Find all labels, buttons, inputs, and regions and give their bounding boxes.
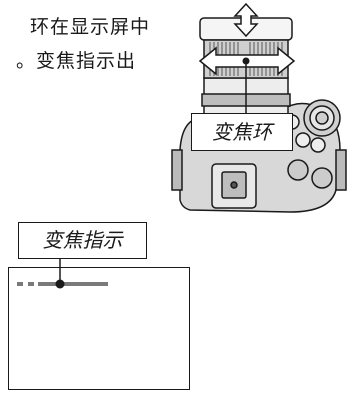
zoom-indicator-bar (38, 282, 108, 286)
zoom-ring-leader-dot (242, 57, 250, 65)
zoom-indicator-position-marker (55, 279, 65, 289)
top-buttons (284, 114, 333, 189)
zoom-indicator-tick (17, 282, 23, 286)
mode-dial (303, 99, 341, 137)
zoom-indicator-label: 变焦指示 (18, 222, 147, 259)
zoom-indicator-tick (28, 282, 34, 286)
body-text-line-1: 环在显示屏中 (30, 16, 151, 38)
body-text-line-2: 。变焦指示出 (16, 50, 137, 72)
vertical-arrow-icon (233, 2, 259, 38)
display-screen (8, 267, 190, 390)
zoom-ring-label: 变焦环 (191, 113, 293, 151)
hot-shoe (211, 163, 257, 209)
